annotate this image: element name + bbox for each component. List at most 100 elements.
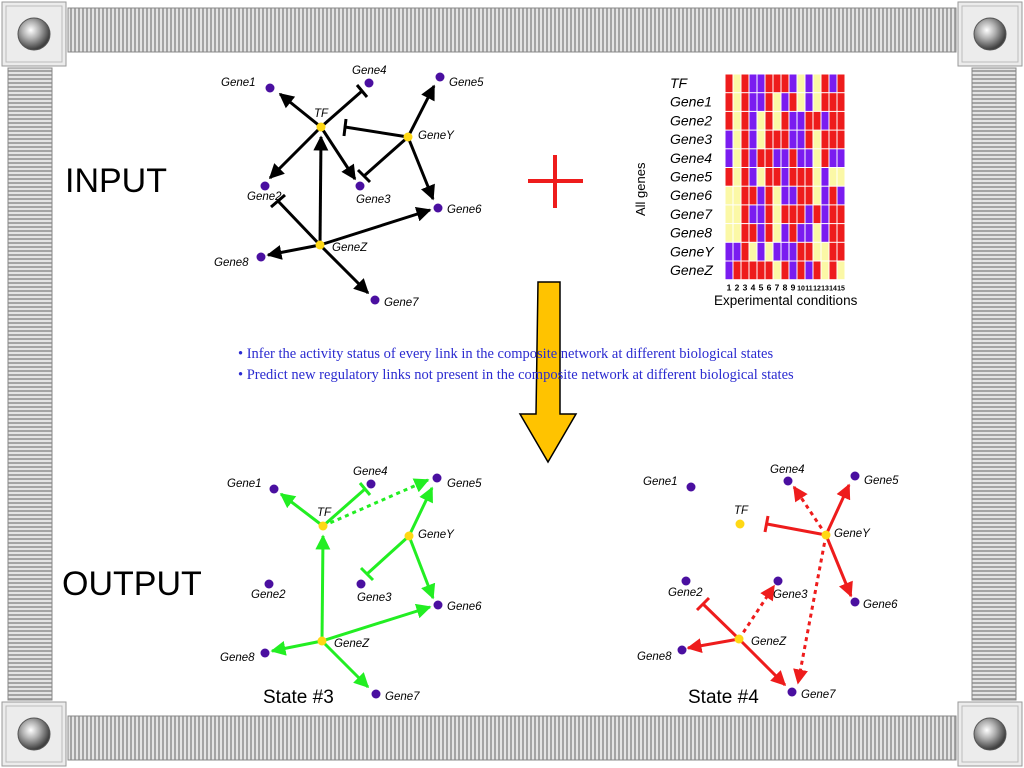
heatmap-cell (757, 205, 765, 224)
edge-s4-geney-gene5 (824, 483, 851, 536)
heatmap-cell (805, 261, 813, 280)
heatmap-cell (773, 130, 781, 149)
heatmap-cell (789, 186, 797, 205)
heatmap-cell (829, 242, 837, 261)
heatmap-cell (805, 111, 813, 130)
s3-label-gene6: Gene6 (447, 601, 482, 613)
heatmap-cell (821, 74, 829, 93)
heatmap-cell (805, 74, 813, 93)
heatmap-cell (813, 261, 821, 280)
heatmap-cell (829, 186, 837, 205)
heatmap-cell (773, 168, 781, 186)
node-s4-gene8 (677, 645, 687, 655)
bullet-infer: • Infer the activity status of every lin… (238, 346, 774, 362)
edge-geney-tf-inhibit (344, 125, 409, 139)
heatmap-cell (797, 224, 805, 242)
label-gene8: Gene8 (214, 257, 249, 269)
heatmap-column-label: 2 (735, 283, 740, 293)
heatmap-cell (749, 242, 757, 261)
heatmap-cell (781, 149, 789, 167)
node-s4-gene4 (783, 476, 793, 486)
heatmap-cell (837, 186, 845, 205)
node-gene8 (256, 252, 266, 262)
heatmap-cell (757, 111, 765, 130)
heatmap-column-label: 9 (791, 283, 796, 293)
edge-tf-gene2 (268, 125, 323, 180)
heatmap-column-label: 3 (743, 283, 748, 293)
heatmap-cell (797, 168, 805, 186)
edge-s3-tf-gene5-predicted (322, 478, 430, 528)
heatmap-cell (773, 93, 781, 111)
s4-label-gene8: Gene8 (637, 651, 672, 663)
state4-label: State #4 (688, 687, 759, 708)
heatmap-ylabel: All genes (633, 162, 648, 216)
heatmap-cell (813, 130, 821, 149)
heatmap-cell (797, 261, 805, 280)
node-s4-gene6 (850, 597, 860, 607)
edge-genez-gene2-inhibit (276, 199, 322, 247)
corner-knob-bottom-right (957, 701, 1023, 767)
state4-network: Gene1 Gene4 Gene5 TF GeneY Gene2 Gene3 G… (637, 464, 899, 708)
down-arrow-icon (518, 281, 578, 464)
heatmap-cell (733, 111, 741, 130)
heatmap-cell (789, 224, 797, 242)
heatmap-cell (765, 93, 773, 111)
heatmap-cell (805, 186, 813, 205)
node-geney (403, 132, 413, 142)
heatmap-cell (821, 93, 829, 111)
heatmap-cell (789, 111, 797, 130)
s4-label-gene4: Gene4 (770, 464, 805, 476)
output-label: OUTPUT (62, 565, 202, 603)
heatmap-cell (765, 111, 773, 130)
heatmap-cell (813, 111, 821, 130)
heatmap-cell (805, 93, 813, 111)
heatmap-cell (781, 261, 789, 280)
heatmap-cell (773, 261, 781, 280)
edge-s4-geney-gene6 (824, 534, 853, 598)
s4-label-gene1: Gene1 (643, 476, 678, 488)
heatmap-cell (837, 224, 845, 242)
heatmap-row-label: GeneZ (670, 262, 713, 278)
heatmap-cell (725, 130, 733, 149)
label-gene4: Gene4 (352, 65, 387, 77)
node-gene3 (355, 181, 365, 191)
heatmap-cell (821, 130, 829, 149)
heatmap-column-label: 12 (813, 286, 821, 293)
s3-label-genez: GeneZ (334, 638, 370, 650)
heatmap-cell (781, 111, 789, 130)
heatmap-cell (829, 130, 837, 149)
heatmap-cell (749, 149, 757, 167)
heatmap-cell (797, 74, 805, 93)
node-s3-gene2 (264, 579, 274, 589)
heatmap-cell (725, 186, 733, 205)
heatmap-cell (821, 149, 829, 167)
heatmap-cell (797, 186, 805, 205)
heatmap-cell (829, 111, 837, 130)
heatmap-cell (837, 205, 845, 224)
heatmap-row-label: Gene5 (670, 169, 712, 185)
heatmap-row-label: Gene8 (670, 225, 712, 241)
heatmap-cell (789, 74, 797, 93)
heatmap-cell (829, 224, 837, 242)
heatmap-cell (757, 130, 765, 149)
corner-knob-top-right (957, 1, 1023, 67)
heatmap-cell (789, 261, 797, 280)
edge-s3-genez-gene7 (320, 639, 370, 689)
heatmap-column-label: 1 (727, 283, 732, 293)
heatmap-cell (765, 168, 773, 186)
edge-s3-tf-gene4-inhibit (322, 487, 366, 528)
heatmap-cell (781, 186, 789, 205)
heatmap-cell (797, 149, 805, 167)
heatmap-row-label: GeneY (670, 243, 715, 259)
heatmap-cell (821, 168, 829, 186)
node-s3-genez (317, 636, 327, 646)
heatmap-cell (757, 74, 765, 93)
heatmap-cell (821, 261, 829, 280)
heatmap-cell (773, 205, 781, 224)
heatmap-cell (797, 205, 805, 224)
edge-tf-gene4-inhibit (320, 89, 363, 129)
node-s3-gene6 (433, 600, 443, 610)
heatmap-row-label: Gene3 (670, 131, 712, 147)
heatmap-cell (725, 93, 733, 111)
